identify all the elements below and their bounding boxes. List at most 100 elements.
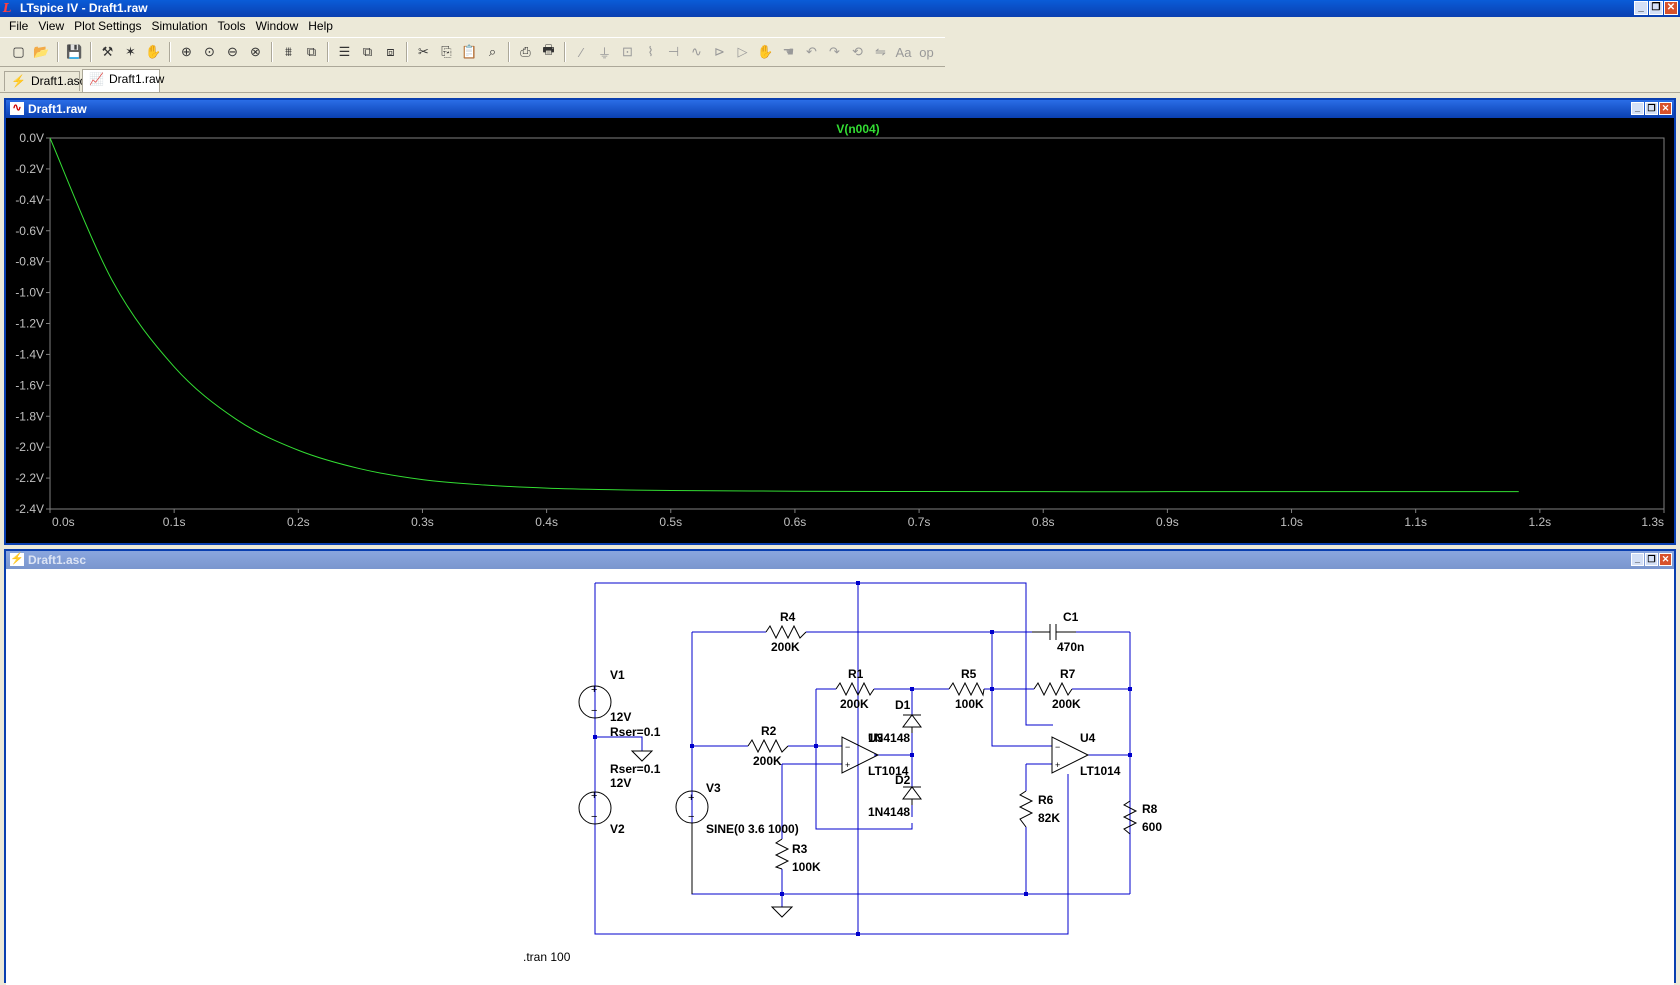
component-ref-label[interactable]: R1 (848, 667, 864, 681)
waveform-window-titlebar[interactable]: ∿ Draft1.raw _ ❐ ✕ (6, 100, 1674, 118)
control-panel-icon[interactable]: ⚒ (101, 44, 114, 59)
component-ref-label[interactable]: V2 (610, 822, 625, 836)
pick-traces-icon[interactable]: ⧉ (306, 44, 317, 59)
component-value-label[interactable]: LT1014 (1080, 764, 1121, 778)
menu-help[interactable]: Help (308, 19, 333, 33)
waveform-plot[interactable]: 0.0V-0.2V-0.4V-0.6V-0.8V-1.0V-1.2V-1.4V-… (6, 118, 1674, 543)
label-net-icon[interactable]: ⊡ (622, 44, 633, 59)
trace-line-0[interactable] (49, 137, 1519, 493)
rotate-icon[interactable]: ⟲ (852, 44, 863, 59)
copy-icon[interactable]: ⎘ (441, 44, 452, 59)
print-icon[interactable]: 🖶 (542, 42, 555, 57)
component-value-label[interactable]: 1N4148 (868, 731, 910, 745)
menu-plot-settings[interactable]: Plot Settings (74, 19, 142, 33)
component-value-label[interactable]: 1N4148 (868, 805, 910, 819)
component-value-label[interactable]: 200K (753, 754, 782, 768)
minimize-button[interactable]: _ (1634, 1, 1648, 15)
minimize-button[interactable]: _ (1631, 102, 1644, 115)
inductor-icon[interactable]: ∿ (691, 44, 702, 59)
close-button[interactable]: ✕ (1659, 102, 1672, 115)
capacitor-icon[interactable]: ⊣ (667, 44, 680, 59)
component-ref-label[interactable]: U4 (1080, 731, 1096, 745)
cascade-icon[interactable]: ⧉ (362, 44, 373, 59)
component-value-label[interactable]: 470n (1057, 640, 1084, 654)
run-icon[interactable]: ✶ (125, 44, 136, 59)
schematic-window-titlebar[interactable]: ⚡ Draft1.asc _ ❐ ✕ (6, 551, 1674, 569)
component-value-label[interactable]: SINE(0 3.6 1000) (706, 822, 799, 836)
spice-directive-icon[interactable]: op (919, 44, 934, 60)
close-button[interactable]: ✕ (1659, 553, 1672, 566)
print-preview-icon[interactable]: ⎙ (520, 44, 531, 59)
component-value-label[interactable]: 12V (610, 776, 631, 790)
component-value-label[interactable]: 600 (1142, 820, 1162, 834)
restore-button[interactable]: ❐ (1645, 553, 1658, 566)
component-extra-label[interactable]: Rser=0.1 (610, 725, 661, 739)
component-ref-label[interactable]: V1 (610, 668, 625, 682)
component-ref-label[interactable]: R8 (1142, 802, 1158, 816)
menu-file[interactable]: File (9, 19, 29, 33)
zoom-cancel-icon[interactable]: ⊗ (250, 44, 261, 59)
mirror-icon[interactable]: ⇋ (875, 44, 886, 59)
component-ref-label[interactable]: D2 (895, 773, 911, 787)
component-ref-label[interactable]: R7 (1060, 667, 1076, 681)
open-icon[interactable]: 📂 (33, 44, 50, 59)
menu-tools[interactable]: Tools (217, 19, 246, 33)
trace-label[interactable]: V(n004) (836, 122, 879, 136)
component-value-label[interactable]: 100K (792, 860, 821, 874)
move-icon[interactable]: ✋ (757, 44, 774, 59)
cut-icon[interactable]: ✂ (418, 44, 429, 59)
component-extra-label[interactable]: Rser=0.1 (610, 762, 661, 776)
tile-vertical-icon[interactable]: ⧈ (386, 44, 395, 59)
schematic-canvas[interactable]: +− +− +− −+ −+ R4200KC1470nV112VRser=0.1… (6, 569, 1674, 985)
ground-icon[interactable]: ⏚ (597, 45, 611, 61)
redo-icon[interactable]: ↷ (829, 44, 840, 59)
component-ref-label[interactable]: R5 (961, 667, 977, 681)
paste-icon[interactable]: 📋 (461, 44, 478, 59)
menu-window[interactable]: Window (255, 19, 299, 33)
tab-draft1-raw[interactable]: 📈 Draft1.raw (82, 69, 164, 92)
menu-simulation[interactable]: Simulation (151, 19, 208, 33)
minimize-button[interactable]: _ (1631, 553, 1644, 566)
diode-icon[interactable]: ⊳ (714, 44, 725, 59)
component-value-label[interactable]: 82K (1038, 811, 1060, 825)
tab-draft1-asc[interactable]: ⚡ Draft1.asc (4, 71, 86, 91)
autorange-icon[interactable]: ⩩ (285, 44, 292, 59)
pan-hand-icon[interactable]: ✋ (145, 44, 162, 59)
save-icon[interactable]: 💾 (66, 44, 83, 59)
component-value-label[interactable]: 200K (840, 697, 869, 711)
wire-icon[interactable]: ∕ (580, 44, 583, 60)
zoom-in-icon[interactable]: ⊕ (181, 44, 192, 59)
text-icon[interactable]: Aa (895, 44, 912, 60)
component-ref-label[interactable]: V3 (706, 781, 721, 795)
component-ref-label[interactable]: D1 (895, 698, 911, 712)
zoom-area-icon[interactable]: ⊙ (204, 44, 215, 59)
svg-text:−: − (591, 705, 597, 717)
window-titlebar[interactable]: L LTspice IV - Draft1.raw _ ❐ ✕ (0, 0, 1680, 17)
component-value-label[interactable]: LT1014 (868, 764, 909, 778)
component-ref-label[interactable]: R2 (761, 724, 777, 738)
tile-horizontal-icon[interactable]: ☰ (338, 44, 351, 59)
schematic-window-controls: _ ❐ ✕ (1631, 553, 1672, 566)
component-value-label[interactable]: 200K (1052, 697, 1081, 711)
component-ref-label[interactable]: U3 (868, 731, 884, 745)
component-ref-label[interactable]: R3 (792, 842, 808, 856)
menu-view[interactable]: View (38, 19, 65, 33)
undo-icon[interactable]: ↶ (806, 44, 817, 59)
new-schematic-icon[interactable]: ▢ (12, 44, 25, 59)
resistor-icon[interactable]: ⌇ (647, 44, 654, 59)
close-button[interactable]: ✕ (1664, 1, 1678, 15)
component-value-label[interactable]: 100K (955, 697, 984, 711)
restore-button[interactable]: ❐ (1649, 1, 1663, 15)
restore-button[interactable]: ❐ (1645, 102, 1658, 115)
spice-directive[interactable]: .tran 100 (523, 950, 571, 964)
zoom-out-icon[interactable]: ⊖ (227, 44, 238, 59)
component-value-label[interactable]: 12V (610, 710, 631, 724)
component-ref-label[interactable]: R4 (780, 610, 796, 624)
component-ref-label[interactable]: R6 (1038, 793, 1054, 807)
drag-icon[interactable]: ☚ (782, 44, 795, 59)
component-value-label[interactable]: 200K (771, 640, 800, 654)
find-icon[interactable]: ⌕ (488, 44, 497, 59)
component-icon[interactable]: ▷ (737, 44, 748, 59)
component-ref-label[interactable]: C1 (1063, 610, 1079, 624)
resistor-r4 (765, 624, 807, 640)
